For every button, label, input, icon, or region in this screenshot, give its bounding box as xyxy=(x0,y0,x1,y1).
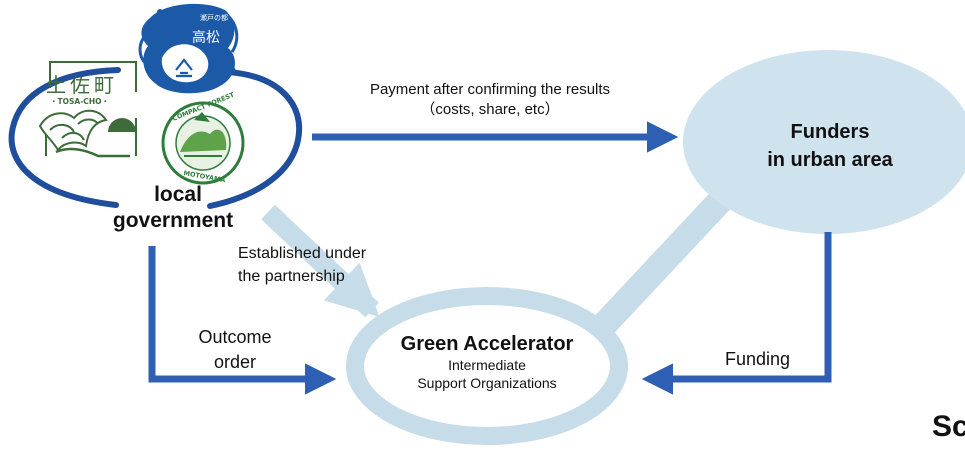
payment-line2: （costs, share, etc） xyxy=(420,101,560,118)
payment-label: Payment after confirming the results （co… xyxy=(340,80,640,120)
tosa-kanji-text: 土佐町 xyxy=(46,73,118,97)
funders-ellipse xyxy=(683,50,965,234)
funders-line2: in urban area xyxy=(767,149,893,171)
outcome-line2: order xyxy=(213,352,257,372)
funding-arrow xyxy=(641,232,832,395)
corner-cut-text: Sc xyxy=(932,410,965,443)
green-accelerator-sub2: Support Organizations xyxy=(417,375,557,391)
green-accelerator-label: Green Accelerator Intermediate Support O… xyxy=(367,332,607,392)
funders-to-accelerator-link xyxy=(580,176,745,349)
funders-label: Funders in urban area xyxy=(740,118,920,174)
payment-line1: Payment after confirming the results xyxy=(369,81,611,98)
partnership-line1: Established under xyxy=(238,245,367,262)
tosa-roman-text: ・TOSA-CHO・ xyxy=(50,97,109,106)
motoyama-logo: COMPACT FOREST MOTOYAMA xyxy=(161,90,245,185)
green-accelerator-title: Green Accelerator xyxy=(400,333,574,355)
partnership-arrow xyxy=(261,204,380,318)
takamatsu-big-text: 高松 xyxy=(192,29,220,46)
partnership-label: Established under the partnership xyxy=(238,242,366,288)
takamatsu-logo: 瀬戸の都 高松 xyxy=(138,3,239,94)
tosa-cho-logo: 土佐町 ・TOSA-CHO・ xyxy=(38,61,137,158)
local-government-line2: government xyxy=(112,209,234,232)
local-government-line1: local xyxy=(154,183,202,206)
funding-label: Funding xyxy=(725,349,791,369)
takamatsu-small-text: 瀬戸の都 xyxy=(200,13,228,22)
outcome-order-label: Outcome order xyxy=(180,325,290,375)
partnership-line2: the partnership xyxy=(238,268,345,285)
outcome-line1: Outcome xyxy=(198,327,272,347)
funders-line1: Funders xyxy=(790,121,870,143)
green-accelerator-sub1: Intermediate xyxy=(448,357,526,373)
outcome-order-arrow xyxy=(148,246,337,395)
local-government-outline xyxy=(8,67,303,209)
local-government-label: local government xyxy=(108,182,248,234)
green-accelerator-ring xyxy=(346,287,628,445)
